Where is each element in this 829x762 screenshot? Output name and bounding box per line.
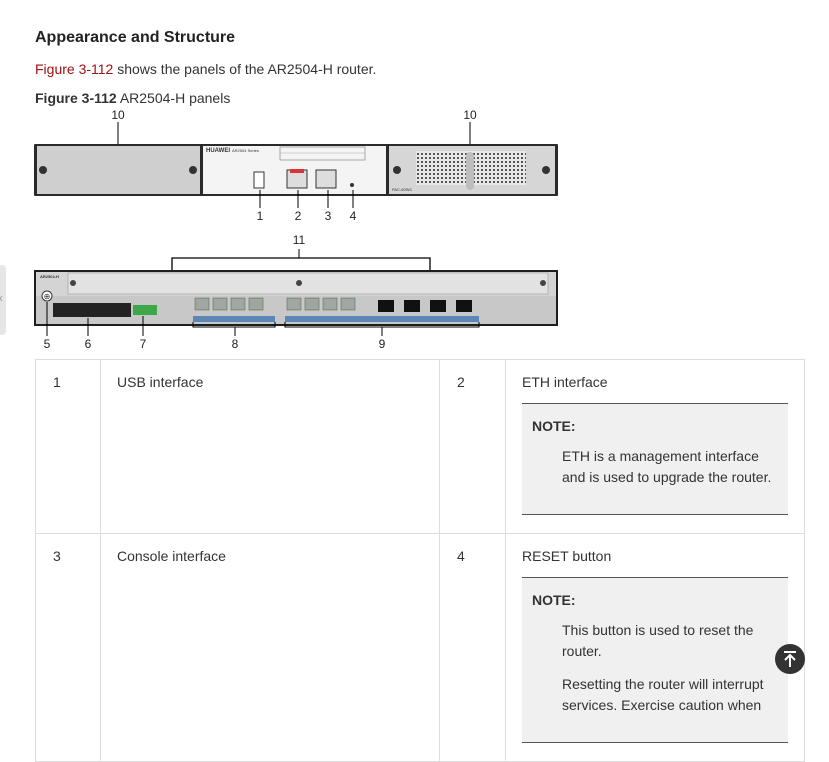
note-box: NOTE: This button is used to reset the r… (522, 577, 788, 743)
router-panels-figure: 10 10 HUAWEI AR2504 Series PAC-60WC 1 2 … (34, 108, 558, 351)
callout-1: 1 (257, 209, 264, 223)
intro-text: Figure 3-112 shows the panels of the AR2… (35, 61, 376, 77)
callout-9: 9 (379, 337, 386, 351)
rear-model: AR2504-H (40, 274, 59, 279)
cell-number: 1 (35, 359, 101, 534)
chevron-left-icon: ‹ (0, 291, 3, 305)
figure-caption-number: Figure 3-112 (35, 90, 117, 106)
reset-button (350, 183, 354, 187)
rear-panel: 11 AR2504-H ⊕ 5 (34, 233, 558, 351)
table-row: 1 USB interface 2 ETH interface NOTE: ET… (35, 359, 805, 534)
callout-6: 6 (85, 337, 92, 351)
note-box: NOTE: ETH is a management interface and … (522, 403, 788, 515)
cell-description: Console interface (100, 533, 440, 762)
note-text: ETH is a management interface and is use… (562, 448, 772, 485)
note-text: Resetting the router will interrupt serv… (562, 676, 764, 713)
front-panel: 10 10 HUAWEI AR2504 Series PAC-60WC 1 2 … (34, 108, 558, 223)
component-table: 1 USB interface 2 ETH interface NOTE: ET… (35, 359, 805, 762)
section-title: Appearance and Structure (35, 29, 236, 46)
console-port (315, 169, 337, 189)
cell-description: USB interface (100, 359, 440, 534)
note-title: NOTE: (532, 418, 576, 434)
intro-sentence: shows the panels of the AR2504-H router. (113, 61, 377, 77)
callout-7: 7 (140, 337, 147, 351)
callout-3: 3 (325, 209, 332, 223)
component-name: RESET button (522, 548, 612, 564)
front-model: AR2504 Series (232, 148, 259, 153)
cell-number: 2 (439, 359, 506, 534)
figure-link[interactable]: Figure 3-112 (35, 61, 114, 77)
callout-11: 11 (293, 233, 306, 247)
note-title: NOTE: (532, 592, 576, 608)
front-brand: HUAWEI (206, 148, 230, 154)
figure-caption-text: AR2504-H panels (116, 90, 231, 106)
cell-number: 4 (439, 533, 506, 762)
callout-2: 2 (295, 209, 302, 223)
figure-caption: Figure 3-112 AR2504-H panels (35, 90, 230, 106)
back-to-top-button[interactable] (775, 644, 805, 674)
side-collapse-tab[interactable]: ‹ (0, 265, 6, 335)
arrow-up-to-top-icon (784, 651, 796, 667)
note-text: This button is used to reset the router. (562, 622, 754, 659)
power-label: PAC-60WC (392, 187, 412, 192)
cell-description: ETH interface NOTE: ETH is a management … (505, 359, 805, 534)
callout-10a: 10 (111, 108, 125, 122)
cell-description: RESET button NOTE: This button is used t… (505, 533, 805, 762)
callout-10b: 10 (463, 108, 477, 122)
table-row: 3 Console interface 4 RESET button NOTE:… (35, 533, 805, 762)
cell-number: 3 (35, 533, 101, 762)
callout-4: 4 (350, 209, 357, 223)
component-name: ETH interface (522, 374, 608, 390)
svg-text:⊕: ⊕ (44, 292, 51, 301)
usb-port (253, 171, 265, 189)
callout-5: 5 (44, 337, 51, 351)
callout-8: 8 (232, 337, 239, 351)
